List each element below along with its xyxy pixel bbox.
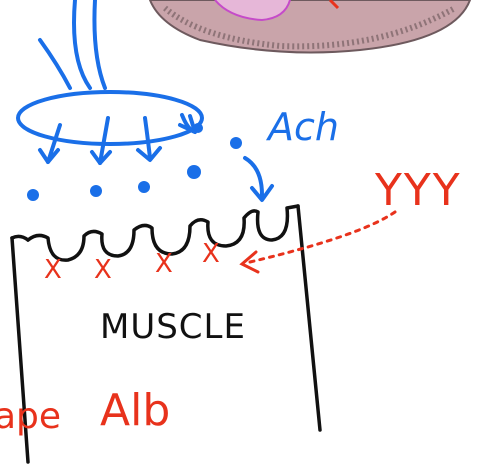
ach-dot bbox=[230, 137, 242, 149]
antibody-arrow bbox=[242, 212, 395, 272]
partial-word-label: ape bbox=[0, 396, 61, 437]
ach-dot bbox=[90, 185, 102, 197]
receptor-x: X bbox=[202, 239, 220, 269]
ach-label: Ach bbox=[265, 105, 339, 149]
muscle-label: MUSCLE bbox=[100, 307, 246, 347]
nerve-terminal bbox=[150, 0, 470, 52]
ach-dot bbox=[138, 181, 150, 193]
alb-label: Alb bbox=[100, 385, 170, 436]
antibody-label: YYY bbox=[374, 165, 462, 216]
receptor-x: X bbox=[44, 255, 62, 285]
receptor-x: X bbox=[155, 249, 173, 279]
ach-molecules bbox=[27, 123, 242, 201]
ach-dot bbox=[187, 165, 201, 179]
ach-dot bbox=[27, 189, 39, 201]
receptor-x: X bbox=[94, 255, 112, 285]
ach-dot bbox=[193, 123, 203, 133]
